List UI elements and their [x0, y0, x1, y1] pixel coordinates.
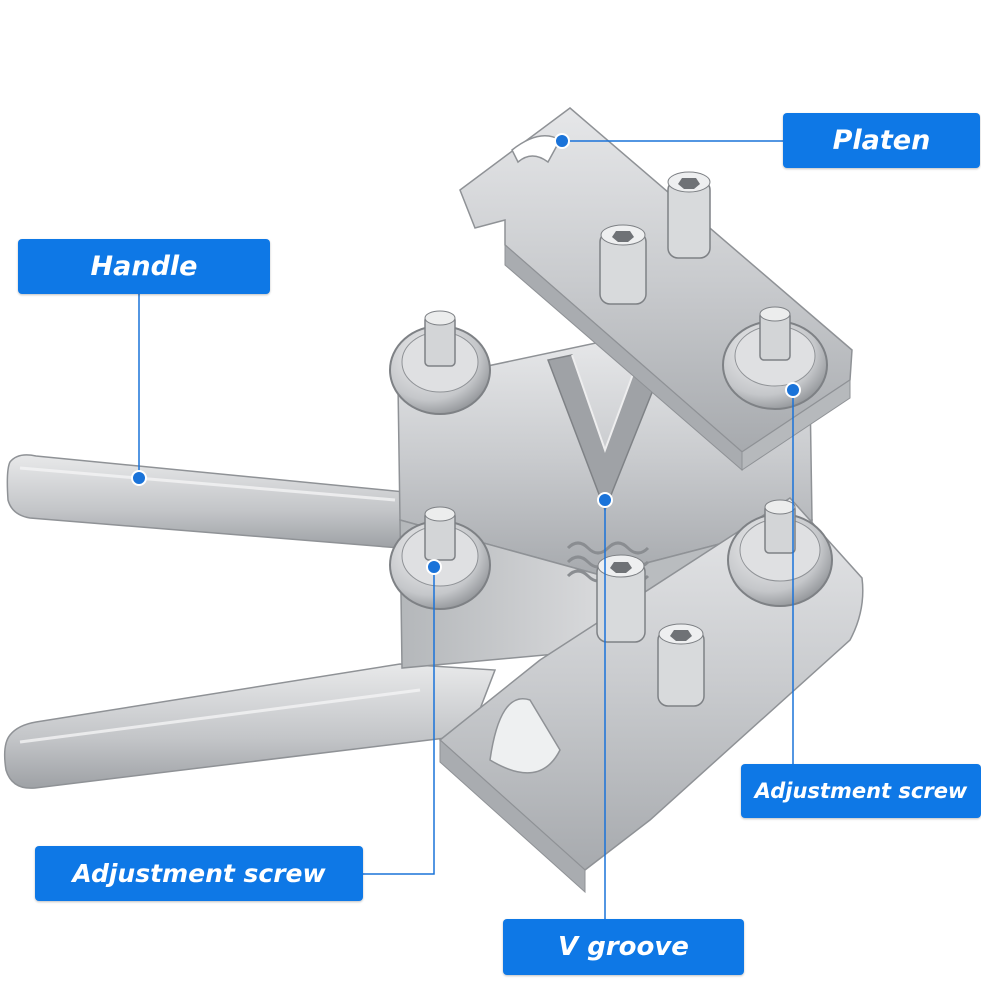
lower-handle [3, 663, 497, 789]
label-platen: Platen [783, 113, 980, 168]
leader-lines [138, 140, 794, 919]
upper-handle [6, 454, 406, 549]
knob-bottom-left [389, 506, 491, 610]
anchor-dots [131, 133, 801, 575]
knob-top-right [722, 306, 828, 410]
knob-top-left [389, 310, 491, 415]
label-handle: Handle [18, 239, 270, 294]
label-adjustment-screw-right: Adjustment screw [741, 764, 981, 818]
knob-bottom-right [727, 499, 833, 607]
label-adjustment-screw-left: Adjustment screw [35, 846, 363, 901]
label-v-groove: V groove [503, 919, 744, 975]
socket-screws [596, 171, 711, 707]
